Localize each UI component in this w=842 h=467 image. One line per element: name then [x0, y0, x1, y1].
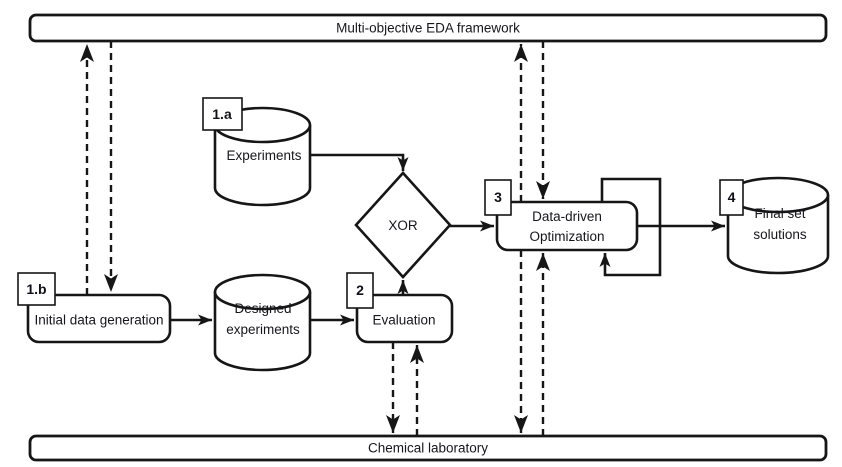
- arrow-optimization-self-loop: [599, 177, 662, 277]
- laboratory-bar-label: Chemical laboratory: [368, 441, 488, 456]
- framework-bar-label: Multi-objective EDA framework: [336, 21, 520, 36]
- final-set-solutions-label-line1: Final set: [754, 206, 805, 221]
- tag-4-label: 4: [728, 189, 736, 205]
- designed-experiments-label-line1: Designed: [234, 301, 291, 316]
- tag-3-label: 3: [494, 189, 502, 205]
- dashed-links: [80, 41, 550, 436]
- data-driven-optimization-label-line1: Data-driven: [532, 209, 602, 224]
- initial-data-generation-box: Initial data generation: [26, 293, 172, 344]
- tag-1a-label: 1.a: [212, 106, 232, 122]
- xor-diamond: XOR: [354, 171, 452, 279]
- flow-connectors: [170, 153, 725, 326]
- data-driven-optimization-box: Data-driven Optimization: [495, 200, 639, 252]
- framework-bar: [28, 13, 828, 43]
- laboratory-bar: [28, 434, 828, 462]
- designed-experiments-cylinder-body: [213, 292, 312, 372]
- tag-2-label: 2: [356, 282, 364, 298]
- evaluation-box: Evaluation: [355, 293, 454, 344]
- data-driven-optimization-label-line2: Optimization: [529, 229, 604, 244]
- tag-1b-box: [17, 272, 56, 306]
- evaluation-rect: [355, 293, 454, 344]
- step-tags: 1.a 1.b 2 3 4: [17, 97, 744, 309]
- initial-data-generation-rect: [26, 293, 172, 344]
- final-set-solutions-cylinder-body: [726, 195, 830, 275]
- tag-2-box: [346, 272, 374, 309]
- designed-experiments-cylinder-top: [213, 273, 312, 311]
- data-driven-optimization-rect: [495, 200, 639, 252]
- final-set-solutions-label-line2: solutions: [753, 227, 807, 242]
- tag-1a-box: [202, 97, 243, 131]
- evaluation-label: Evaluation: [372, 313, 435, 328]
- tag-3-box: [484, 179, 512, 216]
- arrow-experiments-to-xor: [310, 153, 409, 171]
- tag-1b-label: 1.b: [26, 281, 46, 297]
- experiments-cylinder-body: [213, 125, 312, 207]
- designed-experiments-label-line2: experiments: [226, 322, 300, 337]
- tag-4-box: [719, 179, 744, 216]
- xor-diamond-shape: [354, 171, 452, 279]
- designed-experiments-cylinder: Designed experiments: [213, 273, 312, 372]
- final-set-solutions-cylinder: Final set solutions: [726, 176, 830, 275]
- xor-label: XOR: [388, 218, 418, 233]
- experiments-label: Experiments: [226, 148, 301, 163]
- initial-data-generation-label: Initial data generation: [34, 313, 163, 328]
